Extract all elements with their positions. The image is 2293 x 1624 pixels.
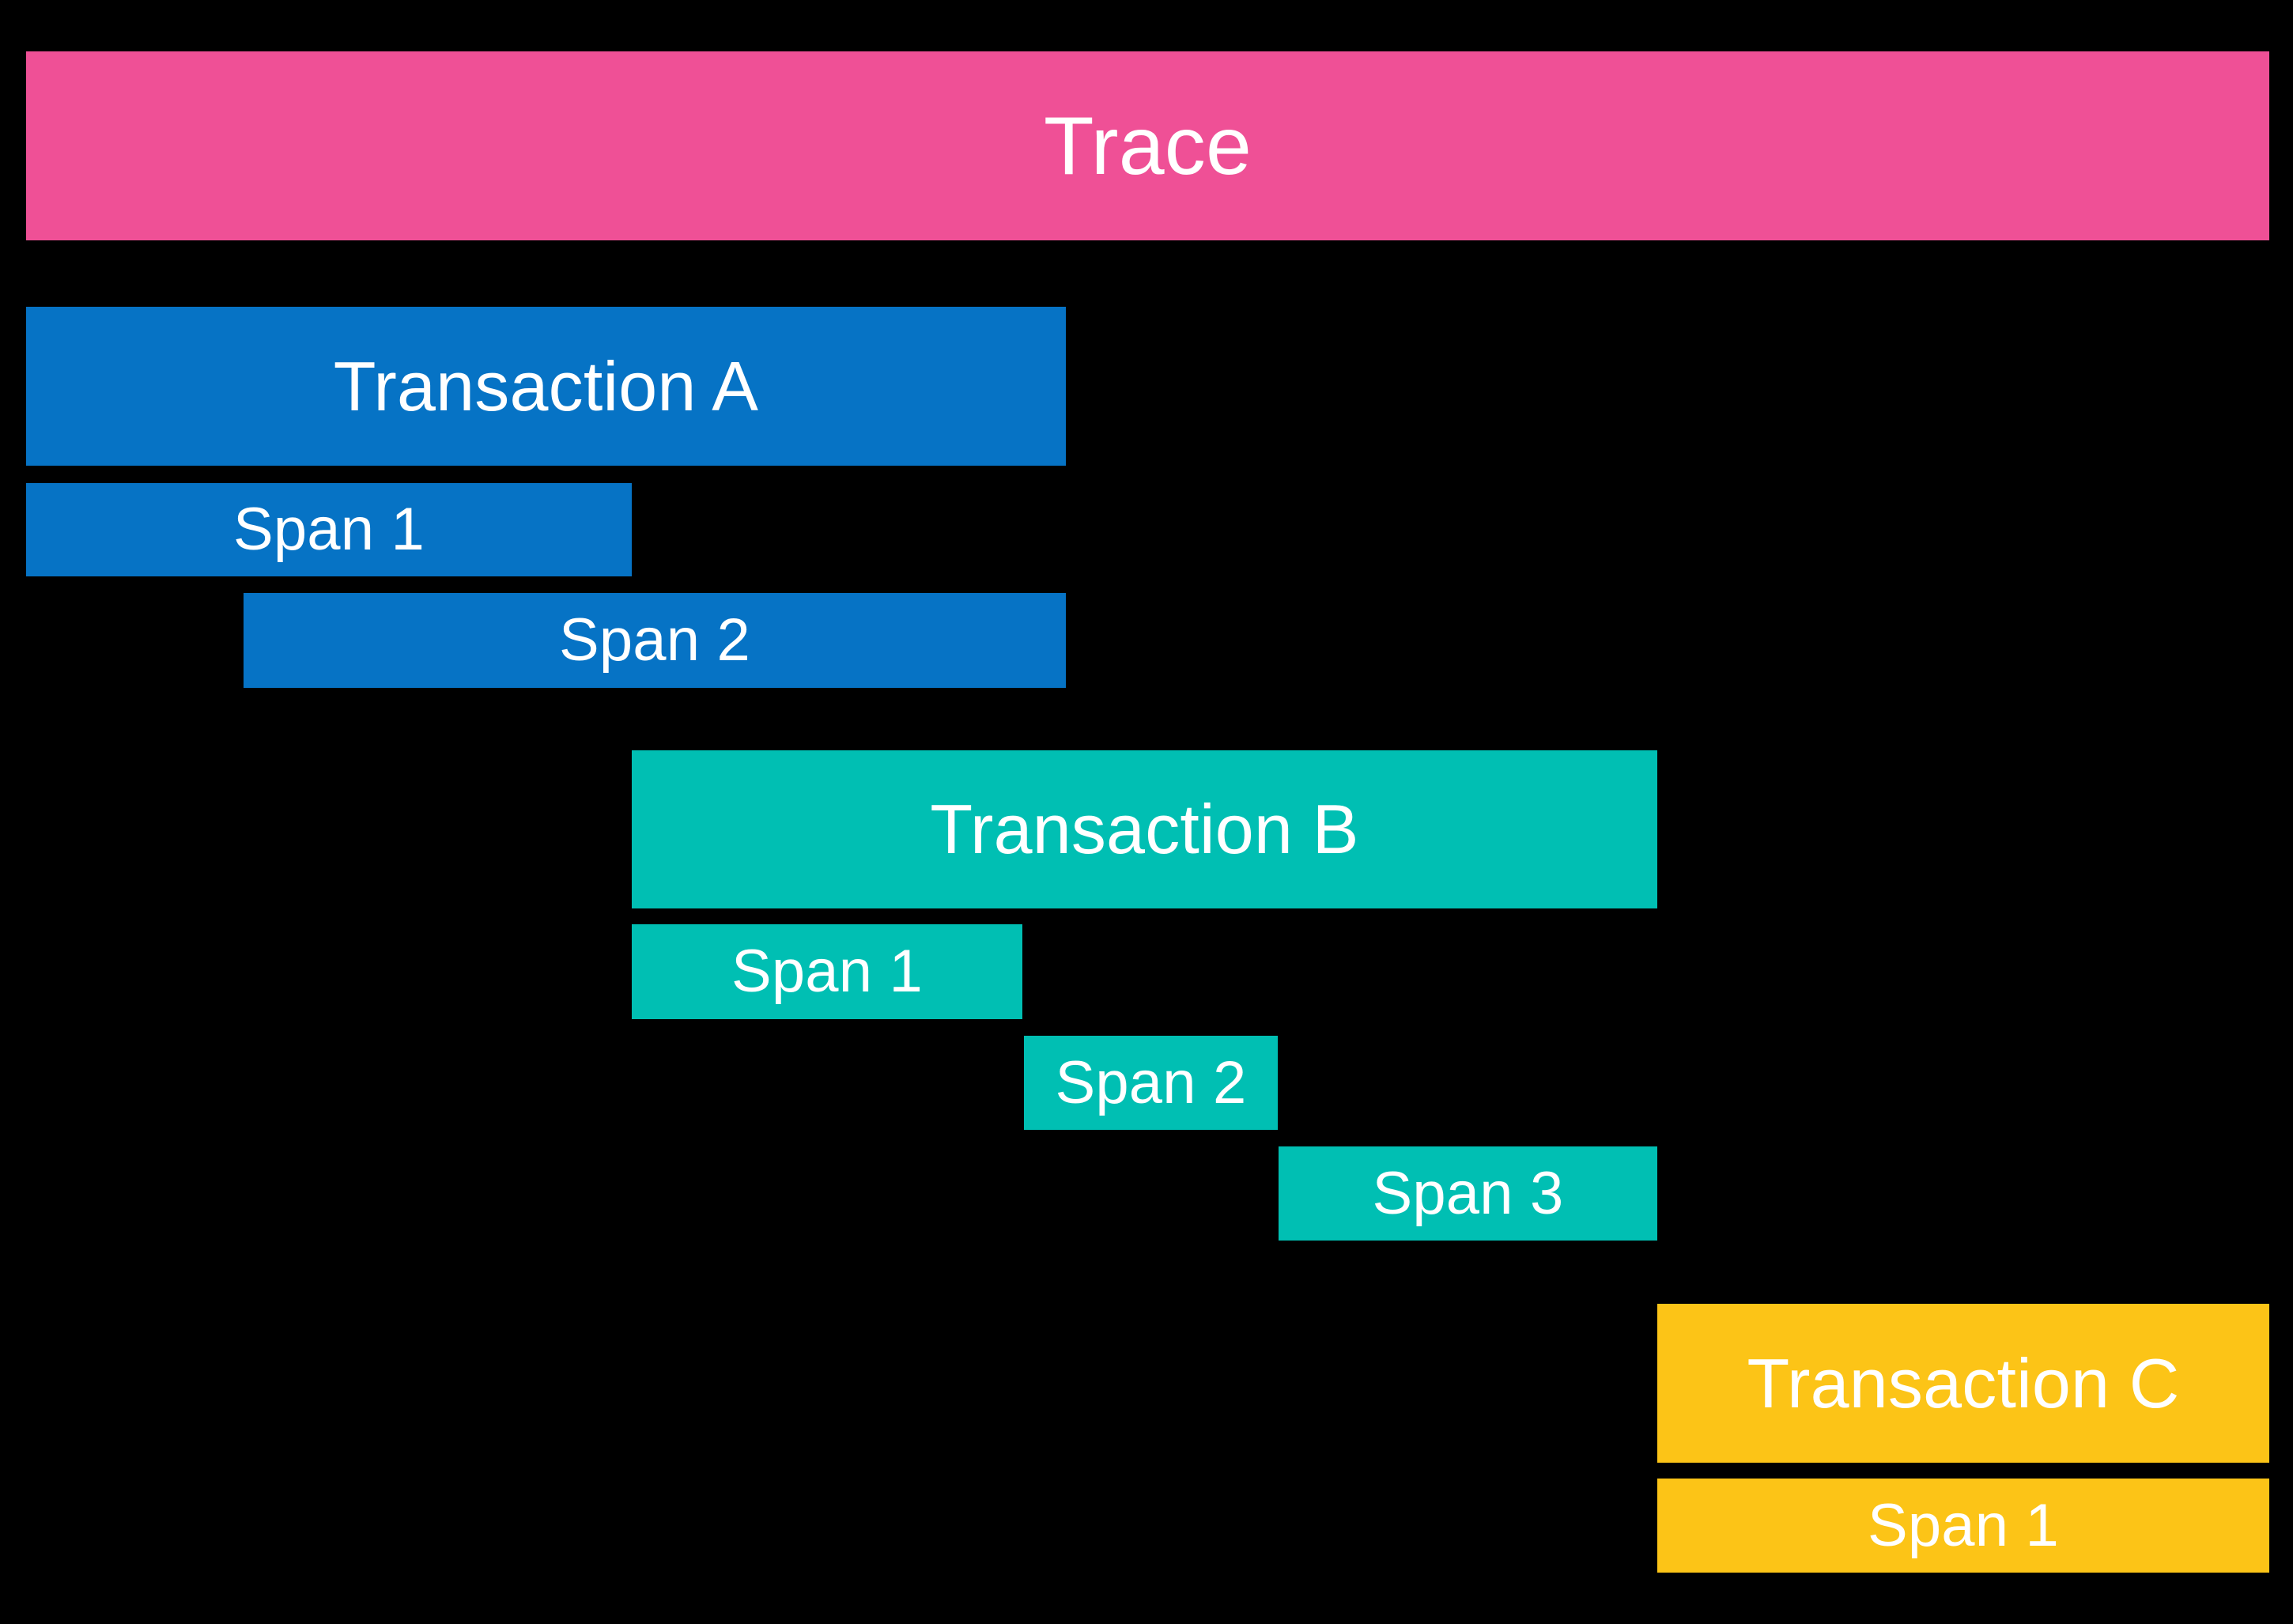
bar-transaction-c-span-1: Span 1 <box>1657 1479 2269 1573</box>
transaction-b-span-2-label: Span 2 <box>1055 1048 1247 1116</box>
bar-transaction-a-span-2: Span 2 <box>244 593 1066 688</box>
bar-transaction-a-span-1: Span 1 <box>26 483 632 576</box>
bar-transaction-b-span-2: Span 2 <box>1024 1036 1278 1130</box>
bar-transaction-a: Transaction A <box>26 307 1066 466</box>
transaction-c-span-1-label: Span 1 <box>1867 1491 2060 1559</box>
transaction-b-label: Transaction B <box>930 790 1359 868</box>
bar-transaction-c: Transaction C <box>1657 1304 2269 1463</box>
bar-transaction-b-span-1: Span 1 <box>632 924 1022 1019</box>
bar-transaction-b: Transaction B <box>632 750 1657 908</box>
trace-label: Trace <box>1044 100 1252 192</box>
transaction-a-label: Transaction A <box>333 346 759 425</box>
bar-transaction-b-span-3: Span 3 <box>1279 1146 1657 1241</box>
transaction-c-label: Transaction C <box>1747 1343 2180 1422</box>
transaction-b-span-1-label: Span 1 <box>731 938 924 1005</box>
transaction-b-span-3-label: Span 3 <box>1372 1159 1564 1227</box>
transaction-a-span-2-label: Span 2 <box>558 606 751 674</box>
transaction-a-span-1-label: Span 1 <box>232 496 425 563</box>
bar-trace: Trace <box>26 51 2269 240</box>
